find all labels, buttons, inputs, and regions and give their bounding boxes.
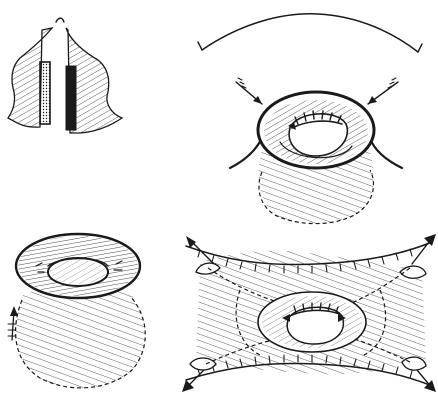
flap-tip-bottomright	[402, 357, 426, 370]
incision-arc	[202, 14, 418, 52]
panel-ring-opening	[8, 234, 145, 388]
panel-sutured-defect	[230, 78, 402, 224]
right-cartilage	[66, 66, 76, 130]
panel-arc	[198, 14, 422, 52]
arrow-left-icon	[236, 78, 262, 104]
arrow-upright-icon	[412, 234, 436, 264]
arrow-right-icon	[368, 78, 398, 104]
panel-nasal-section	[8, 18, 122, 133]
left-cartilage	[40, 62, 50, 124]
flap-tip-bottomleft	[190, 358, 216, 370]
panel-flap-closure	[182, 234, 436, 392]
